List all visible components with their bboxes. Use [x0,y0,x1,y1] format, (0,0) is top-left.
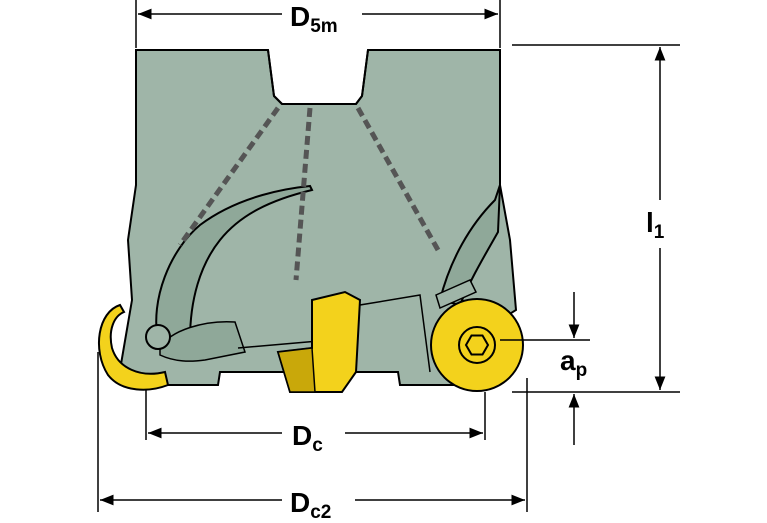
l1-main: l [646,207,654,238]
left-round-insert [97,303,170,391]
left-pocket-lower [159,321,246,362]
center-insert [276,290,362,393]
dimension-d5m: D5m [135,0,501,48]
cutter-body [118,49,518,386]
svg-text:Dc2: Dc2 [290,487,331,523]
svg-text:Dc: Dc [292,420,323,456]
hex-socket-screw-icon [458,326,496,364]
left-chip-pocket [155,184,314,341]
dc-main: D [292,420,312,451]
clamp-hole-left [145,324,171,350]
d5m-sub: 5m [310,16,337,37]
svg-text:D5m: D5m [290,1,338,37]
ap-main: a [560,345,576,376]
dimension-dc2: Dc2 [97,352,528,523]
dimension-dc: Dc [145,390,486,456]
dc2-sub: c2 [310,502,331,523]
dimension-ap: ap [500,292,590,445]
coolant-channel-center [293,107,313,281]
dimension-l1: l1 [512,44,680,393]
svg-text:ap: ap [560,345,587,381]
l1-sub: 1 [654,222,665,243]
d5m-main: D [290,1,310,32]
coolant-channel-left [177,106,281,247]
dc2-main: D [290,487,310,518]
ap-sub: p [576,360,588,381]
svg-text:l1: l1 [646,207,665,243]
keyway-slot [267,49,369,105]
dc-sub: c [312,435,323,456]
right-round-insert [430,279,524,392]
